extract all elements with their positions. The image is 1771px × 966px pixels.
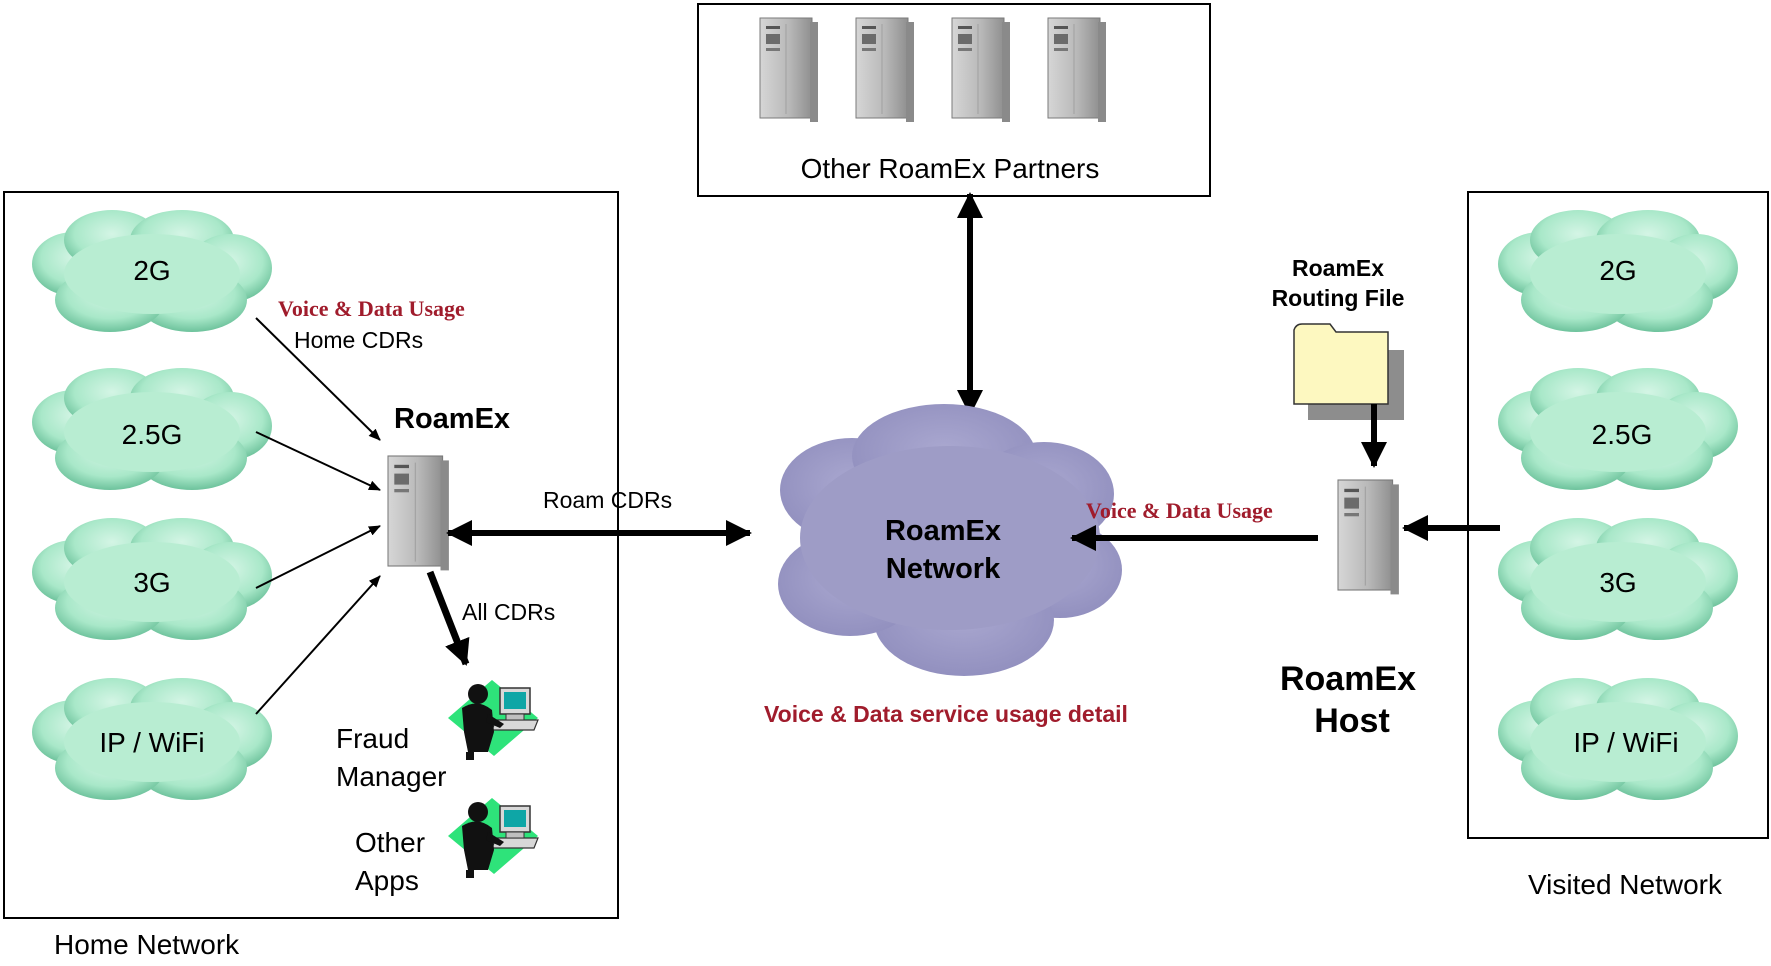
arrow-2g-to-roamex bbox=[255, 317, 381, 441]
network-label-line2: Network bbox=[886, 553, 1001, 585]
arrow-all-cdrs bbox=[426, 570, 470, 666]
all-cdrs-label: All CDRs bbox=[462, 599, 555, 625]
home-network-caption: Home Network bbox=[54, 929, 240, 960]
arrow-25g-to-roamex bbox=[255, 431, 381, 491]
other-apps-label-line1: Other bbox=[355, 827, 425, 858]
home-cloud-ipwifi-label: IP / WiFi bbox=[99, 727, 204, 758]
partner-server-icon bbox=[1047, 17, 1107, 123]
host-label-line1: RoamEx bbox=[1280, 660, 1416, 698]
visited-cloud-2g-label: 2G bbox=[1599, 255, 1636, 286]
other-apps-workstation-icon bbox=[447, 797, 539, 879]
home-roamex-server-icon bbox=[387, 455, 450, 571]
home-roamex-label: RoamEx bbox=[394, 403, 510, 435]
routing-file-folder-icon bbox=[1293, 323, 1404, 420]
visited-network-frame bbox=[1467, 191, 1769, 839]
partners-caption: Other RoamEx Partners bbox=[801, 153, 1100, 184]
partners-frame bbox=[697, 3, 1211, 197]
routing-file-label-line1: RoamEx bbox=[1292, 255, 1384, 281]
usage-detail-label: Voice & Data service usage detail bbox=[764, 701, 1128, 727]
visited-usage-label: Voice & Data Usage bbox=[1086, 498, 1273, 523]
routing-file-label-line2: Routing File bbox=[1272, 285, 1405, 311]
home-usage-label: Voice & Data Usage bbox=[278, 296, 465, 321]
partner-server-icon bbox=[855, 17, 915, 123]
fraud-manager-workstation-icon bbox=[447, 679, 539, 761]
home-cloud-3g-label: 3G bbox=[133, 567, 170, 598]
partner-server-icon bbox=[951, 17, 1011, 123]
roam-cdrs-label: Roam CDRs bbox=[543, 487, 672, 513]
other-apps-label-line2: Apps bbox=[355, 865, 419, 896]
home-network-frame bbox=[3, 191, 619, 919]
network-label-line1: RoamEx bbox=[885, 515, 1001, 547]
visited-cloud-ipwifi-label: IP / WiFi bbox=[1573, 727, 1678, 758]
host-label-line2: Host bbox=[1314, 702, 1390, 740]
home-cloud-2g-label: 2G bbox=[133, 255, 170, 286]
roamex-host-server-icon bbox=[1337, 479, 1400, 595]
fraud-manager-label-line2: Manager bbox=[336, 761, 447, 792]
arrow-3g-to-roamex bbox=[255, 525, 381, 589]
visited-network-caption: Visited Network bbox=[1528, 869, 1723, 900]
home-cloud-25g-label: 2.5G bbox=[122, 419, 183, 450]
visited-cloud-25g-label: 2.5G bbox=[1592, 419, 1653, 450]
visited-cloud-3g-label: 3G bbox=[1599, 567, 1636, 598]
fraud-manager-label-line1: Fraud bbox=[336, 723, 409, 754]
partner-server-icon bbox=[759, 17, 819, 123]
roamex-network-cloud bbox=[778, 404, 1122, 676]
arrow-ipwifi-to-roamex bbox=[255, 575, 381, 715]
home-cdrs-label: Home CDRs bbox=[294, 327, 423, 353]
